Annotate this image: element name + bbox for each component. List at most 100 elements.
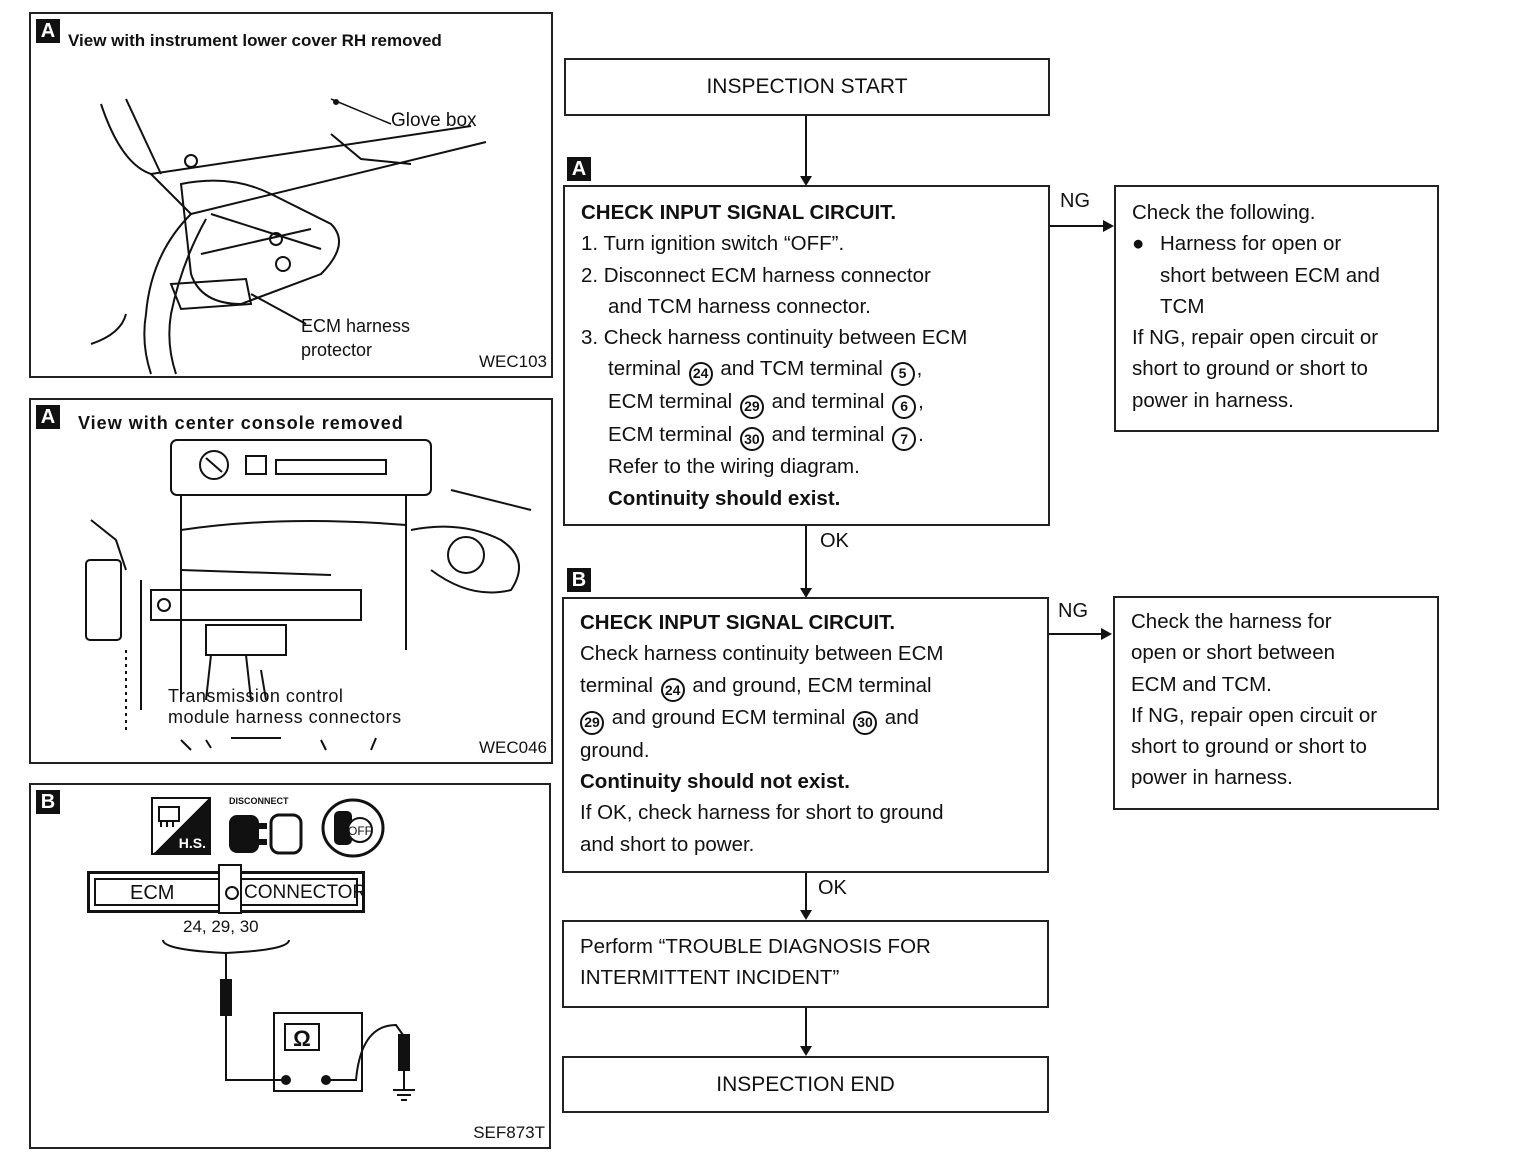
step-a-text: terminal — [608, 357, 681, 381]
terminal-6-badge: 6 — [892, 394, 917, 419]
figure-continuity-check: B H.S. DISCONNECT OFF ECM CONNECTOR 24, … — [29, 783, 551, 1149]
ok-a-label: OK — [820, 530, 849, 552]
ohmmeter-wiring: Ω — [162, 939, 415, 1101]
terminal-30-badge: 30 — [739, 427, 764, 452]
step-a-text: ECM terminal — [608, 422, 733, 446]
step-a-text: , — [916, 357, 923, 381]
hs-label: H.S. — [178, 835, 206, 851]
step-b-expected-result: Continuity should not exist. — [580, 770, 850, 794]
off-label: OFF — [348, 824, 372, 838]
ng-b-line: short to ground or short to — [1131, 735, 1367, 759]
ng-a-line: Harness for open or — [1160, 232, 1342, 256]
terminal-24-badge: 24 — [688, 362, 713, 387]
step-b-tag: B — [567, 568, 591, 592]
step-a-text: , — [918, 390, 924, 414]
figure-title: View with instrument lower cover RH remo… — [68, 31, 442, 50]
step-b-text: and ground, ECM terminal — [692, 673, 932, 697]
ng-a-box: Check the following. ● Harness for open o… — [1114, 185, 1439, 432]
ignition-off-icon: OFF — [321, 798, 385, 858]
ecm-harness-protector-label-2: protector — [301, 340, 373, 360]
step-b-line: and short to power. — [580, 832, 755, 856]
harness-side-icon: H.S. — [151, 797, 211, 855]
terminal-29-badge: 29 — [580, 710, 604, 735]
step-a-terminal-line: ECM terminal 30 and terminal 7. — [581, 419, 1048, 452]
figure-tag-a: A — [36, 405, 60, 429]
tcm-connectors-label-2: module harness connectors — [168, 707, 402, 727]
figure-title: View with center console removed — [78, 413, 404, 433]
step-a-text: ECM terminal — [608, 390, 733, 414]
ng-b-line: power in harness. — [1131, 766, 1293, 790]
step-a-heading: CHECK INPUT SIGNAL CIRCUIT. — [581, 201, 897, 224]
ng-a-label: NG — [1060, 190, 1090, 212]
figure-tag-b: B — [36, 790, 60, 814]
step-a-line: 3. Check harness continuity between ECM — [581, 326, 968, 350]
step-b-line: Check harness continuity between ECM — [580, 642, 944, 666]
terminal-30-badge: 30 — [853, 710, 877, 735]
ng-b-line: open or short between — [1131, 641, 1335, 665]
terminal-numbers: 24, 29, 30 — [183, 917, 259, 936]
step-a-line: Refer to the wiring diagram. — [608, 455, 860, 479]
step-a-line: 2. Disconnect ECM harness connector — [581, 263, 931, 287]
ohm-symbol: Ω — [293, 1026, 311, 1051]
step-a-terminal-line: ECM terminal 29 and terminal 6, — [581, 386, 1048, 419]
step-a-line: 1. Turn ignition switch “OFF”. — [581, 232, 845, 256]
tcm-connectors-label: Transmission control — [168, 686, 344, 706]
figure-tag-a: A — [36, 19, 60, 43]
step-a-text: and terminal — [771, 422, 885, 446]
perform-diagnosis-box: Perform “TROUBLE DIAGNOSIS FOR INTERMITT… — [562, 920, 1049, 1008]
ng-b-label: NG — [1058, 600, 1088, 622]
ng-a-line: short between ECM and — [1160, 263, 1380, 287]
figure-code: WEC046 — [478, 738, 547, 757]
step-a-text: . — [918, 422, 924, 446]
step-a-expected-result: Continuity should exist. — [608, 486, 841, 510]
step-b-box: CHECK INPUT SIGNAL CIRCUIT. Check harnes… — [562, 597, 1049, 873]
ecm-connector: ECM CONNECTOR — [87, 864, 367, 914]
terminal-5-badge: 5 — [890, 362, 915, 387]
terminal-24-badge: 24 — [660, 678, 685, 703]
figure-code: WEC103 — [478, 352, 547, 371]
step-b-text: and — [884, 706, 919, 730]
step-a-box: CHECK INPUT SIGNAL CIRCUIT. 1. Turn igni… — [563, 185, 1050, 526]
step-b-terminal-line: 29 and ground ECM terminal 30 and — [580, 702, 1047, 735]
step-a-text: and terminal — [771, 390, 885, 414]
ng-b-box: Check the harness for open or short betw… — [1113, 596, 1439, 810]
ecm-harness-protector-label: ECM harness — [301, 316, 411, 336]
ng-b-line: Check the harness for — [1131, 610, 1332, 633]
ng-b-line: If NG, repair open circuit or — [1131, 703, 1378, 727]
figure-ecm-location: A View with instrument lower cover RH re… — [29, 12, 553, 378]
inspection-start-label: INSPECTION START — [706, 75, 908, 98]
step-b-heading: CHECK INPUT SIGNAL CIRCUIT. — [580, 611, 896, 634]
ng-a-line: Check the following. — [1132, 201, 1316, 224]
figure-tcm-location: A View with center console removed Trans… — [29, 398, 553, 764]
step-b-line: ground. — [580, 738, 650, 762]
ng-a-line: TCM — [1160, 294, 1205, 318]
ecm-location-illustration — [90, 98, 487, 375]
perform-line: INTERMITTENT INCIDENT” — [580, 966, 840, 990]
disconnect-icon — [229, 813, 303, 855]
ng-a-line: If NG, repair open circuit or — [1132, 326, 1379, 350]
step-a-tag: A — [567, 157, 591, 181]
terminal-29-badge: 29 — [739, 394, 764, 419]
inspection-start-box: INSPECTION START — [564, 58, 1050, 116]
terminal-7-badge: 7 — [892, 427, 917, 452]
step-b-text: and ground ECM terminal — [611, 706, 846, 730]
step-b-text: terminal — [580, 673, 653, 697]
bullet-icon: ● — [1132, 232, 1145, 256]
disconnect-label: DISCONNECT — [229, 796, 289, 806]
glove-box-label: Glove box — [391, 110, 477, 131]
step-a-text: and TCM terminal — [720, 357, 883, 381]
ok-b-label: OK — [818, 877, 847, 899]
step-a-terminal-line: terminal 24 and TCM terminal 5, — [581, 353, 1048, 387]
figure-code: SEF873T — [473, 1123, 545, 1142]
perform-line: Perform “TROUBLE DIAGNOSIS FOR — [580, 935, 931, 958]
step-a-line: and TCM harness connector. — [608, 294, 871, 318]
ng-b-line: ECM and TCM. — [1131, 672, 1272, 696]
ng-a-line: short to ground or short to — [1132, 357, 1368, 381]
step-b-line: If OK, check harness for short to ground — [580, 801, 944, 825]
connector-label: CONNECTOR — [244, 882, 367, 903]
inspection-end-label: INSPECTION END — [716, 1072, 895, 1096]
connector-ecm-label: ECM — [130, 882, 175, 904]
ng-a-line: power in harness. — [1132, 388, 1294, 412]
step-b-terminal-line: terminal 24 and ground, ECM terminal — [580, 670, 1047, 703]
inspection-end-box: INSPECTION END — [562, 1056, 1049, 1113]
